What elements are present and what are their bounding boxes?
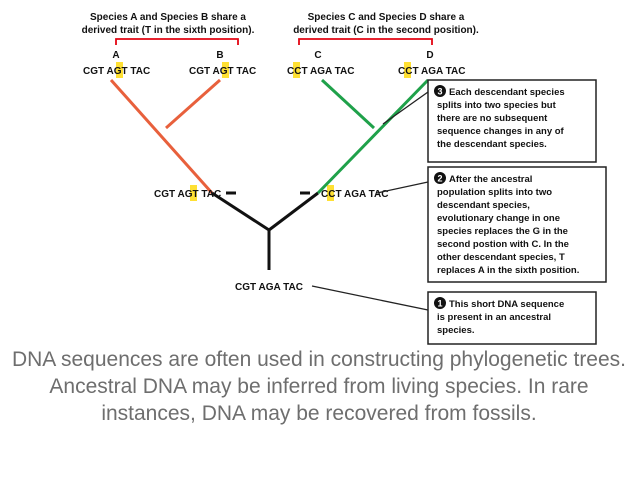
header-right-line2: derived trait (C in the second position)… bbox=[293, 25, 479, 36]
branch-d bbox=[316, 78, 430, 195]
branch-a bbox=[109, 79, 214, 194]
callout-3-line4: sequence changes in any of bbox=[437, 126, 565, 137]
branch-c bbox=[320, 78, 376, 130]
branch-stem-left bbox=[211, 191, 270, 232]
highlight-a bbox=[116, 62, 123, 78]
callout-3-line3: there are no subsequent bbox=[437, 113, 548, 124]
bracket-ab bbox=[115, 38, 239, 45]
caption-text: DNA sequences are often used in construc… bbox=[11, 348, 627, 425]
highlight-mid-right bbox=[327, 185, 334, 201]
callout-3: 3 Each descendant species splits into tw… bbox=[427, 79, 597, 163]
header-right-line1: Species C and Species D share a bbox=[308, 12, 465, 23]
intermediate-left-sequence: CGT AGT TAC bbox=[154, 189, 221, 200]
callout-2: 2 After the ancestral population splits … bbox=[427, 166, 607, 283]
connector-2 bbox=[376, 181, 429, 194]
callout-1-number-badge bbox=[434, 297, 446, 309]
intermediate-right-sequence: CCT AGA TAC bbox=[321, 189, 388, 200]
connector-3 bbox=[382, 91, 429, 125]
species-c-letter: C bbox=[314, 50, 321, 61]
callout-3-line1: Each descendant species bbox=[449, 87, 565, 98]
highlight-b bbox=[222, 62, 229, 78]
callout-1-line1: This short DNA sequence bbox=[449, 299, 564, 310]
callout-2-line6: second postion with C. In the bbox=[437, 239, 569, 250]
connector-1 bbox=[311, 285, 429, 311]
highlight-d bbox=[404, 62, 411, 78]
callout-2-number: 2 bbox=[437, 174, 442, 184]
callout-2-line5: species replaces the G in the bbox=[437, 226, 568, 237]
callout-2-line7: other descendant species, T bbox=[437, 252, 565, 263]
callout-3-number: 3 bbox=[437, 87, 442, 97]
callout-2-line1: After the ancestral bbox=[449, 174, 532, 185]
callout-2-line3: descendant species, bbox=[437, 200, 530, 211]
species-b-sequence: CGT AGT TAC bbox=[189, 66, 256, 77]
header-left-line1: Species A and Species B share a bbox=[90, 12, 246, 23]
header-left-line2: derived trait (T in the sixth position). bbox=[82, 25, 255, 36]
callout-3-line2: splits into two species but bbox=[437, 100, 557, 111]
species-c-sequence: CCT AGA TAC bbox=[287, 66, 354, 77]
callout-3-line5: the descendant species. bbox=[437, 139, 547, 150]
branch-stem-right bbox=[268, 191, 319, 232]
callout-1-number: 1 bbox=[437, 299, 442, 309]
highlight-mid-left bbox=[190, 185, 197, 201]
callout-1: 1 This short DNA sequence is present in … bbox=[427, 291, 597, 345]
callout-3-number-badge bbox=[434, 85, 446, 97]
callout-2-line8: replaces A in the sixth position. bbox=[437, 265, 579, 276]
callout-2-line4: evolutionary change in one bbox=[437, 213, 560, 224]
callout-2-number-badge bbox=[434, 172, 446, 184]
callout-1-line3: species. bbox=[437, 325, 475, 336]
species-d-sequence: CCT AGA TAC bbox=[398, 66, 465, 77]
callout-2-line2: population splits into two bbox=[437, 187, 552, 198]
species-a-sequence: CGT AGT TAC bbox=[83, 66, 150, 77]
species-a-letter: A bbox=[112, 50, 119, 61]
species-d-letter: D bbox=[426, 50, 433, 61]
ancestral-sequence: CGT AGA TAC bbox=[235, 282, 303, 293]
species-b-letter: B bbox=[216, 50, 223, 61]
highlight-c bbox=[293, 62, 300, 78]
callout-1-line2: is present in an ancestral bbox=[437, 312, 551, 323]
bracket-cd bbox=[298, 38, 433, 45]
branch-b bbox=[165, 78, 221, 130]
